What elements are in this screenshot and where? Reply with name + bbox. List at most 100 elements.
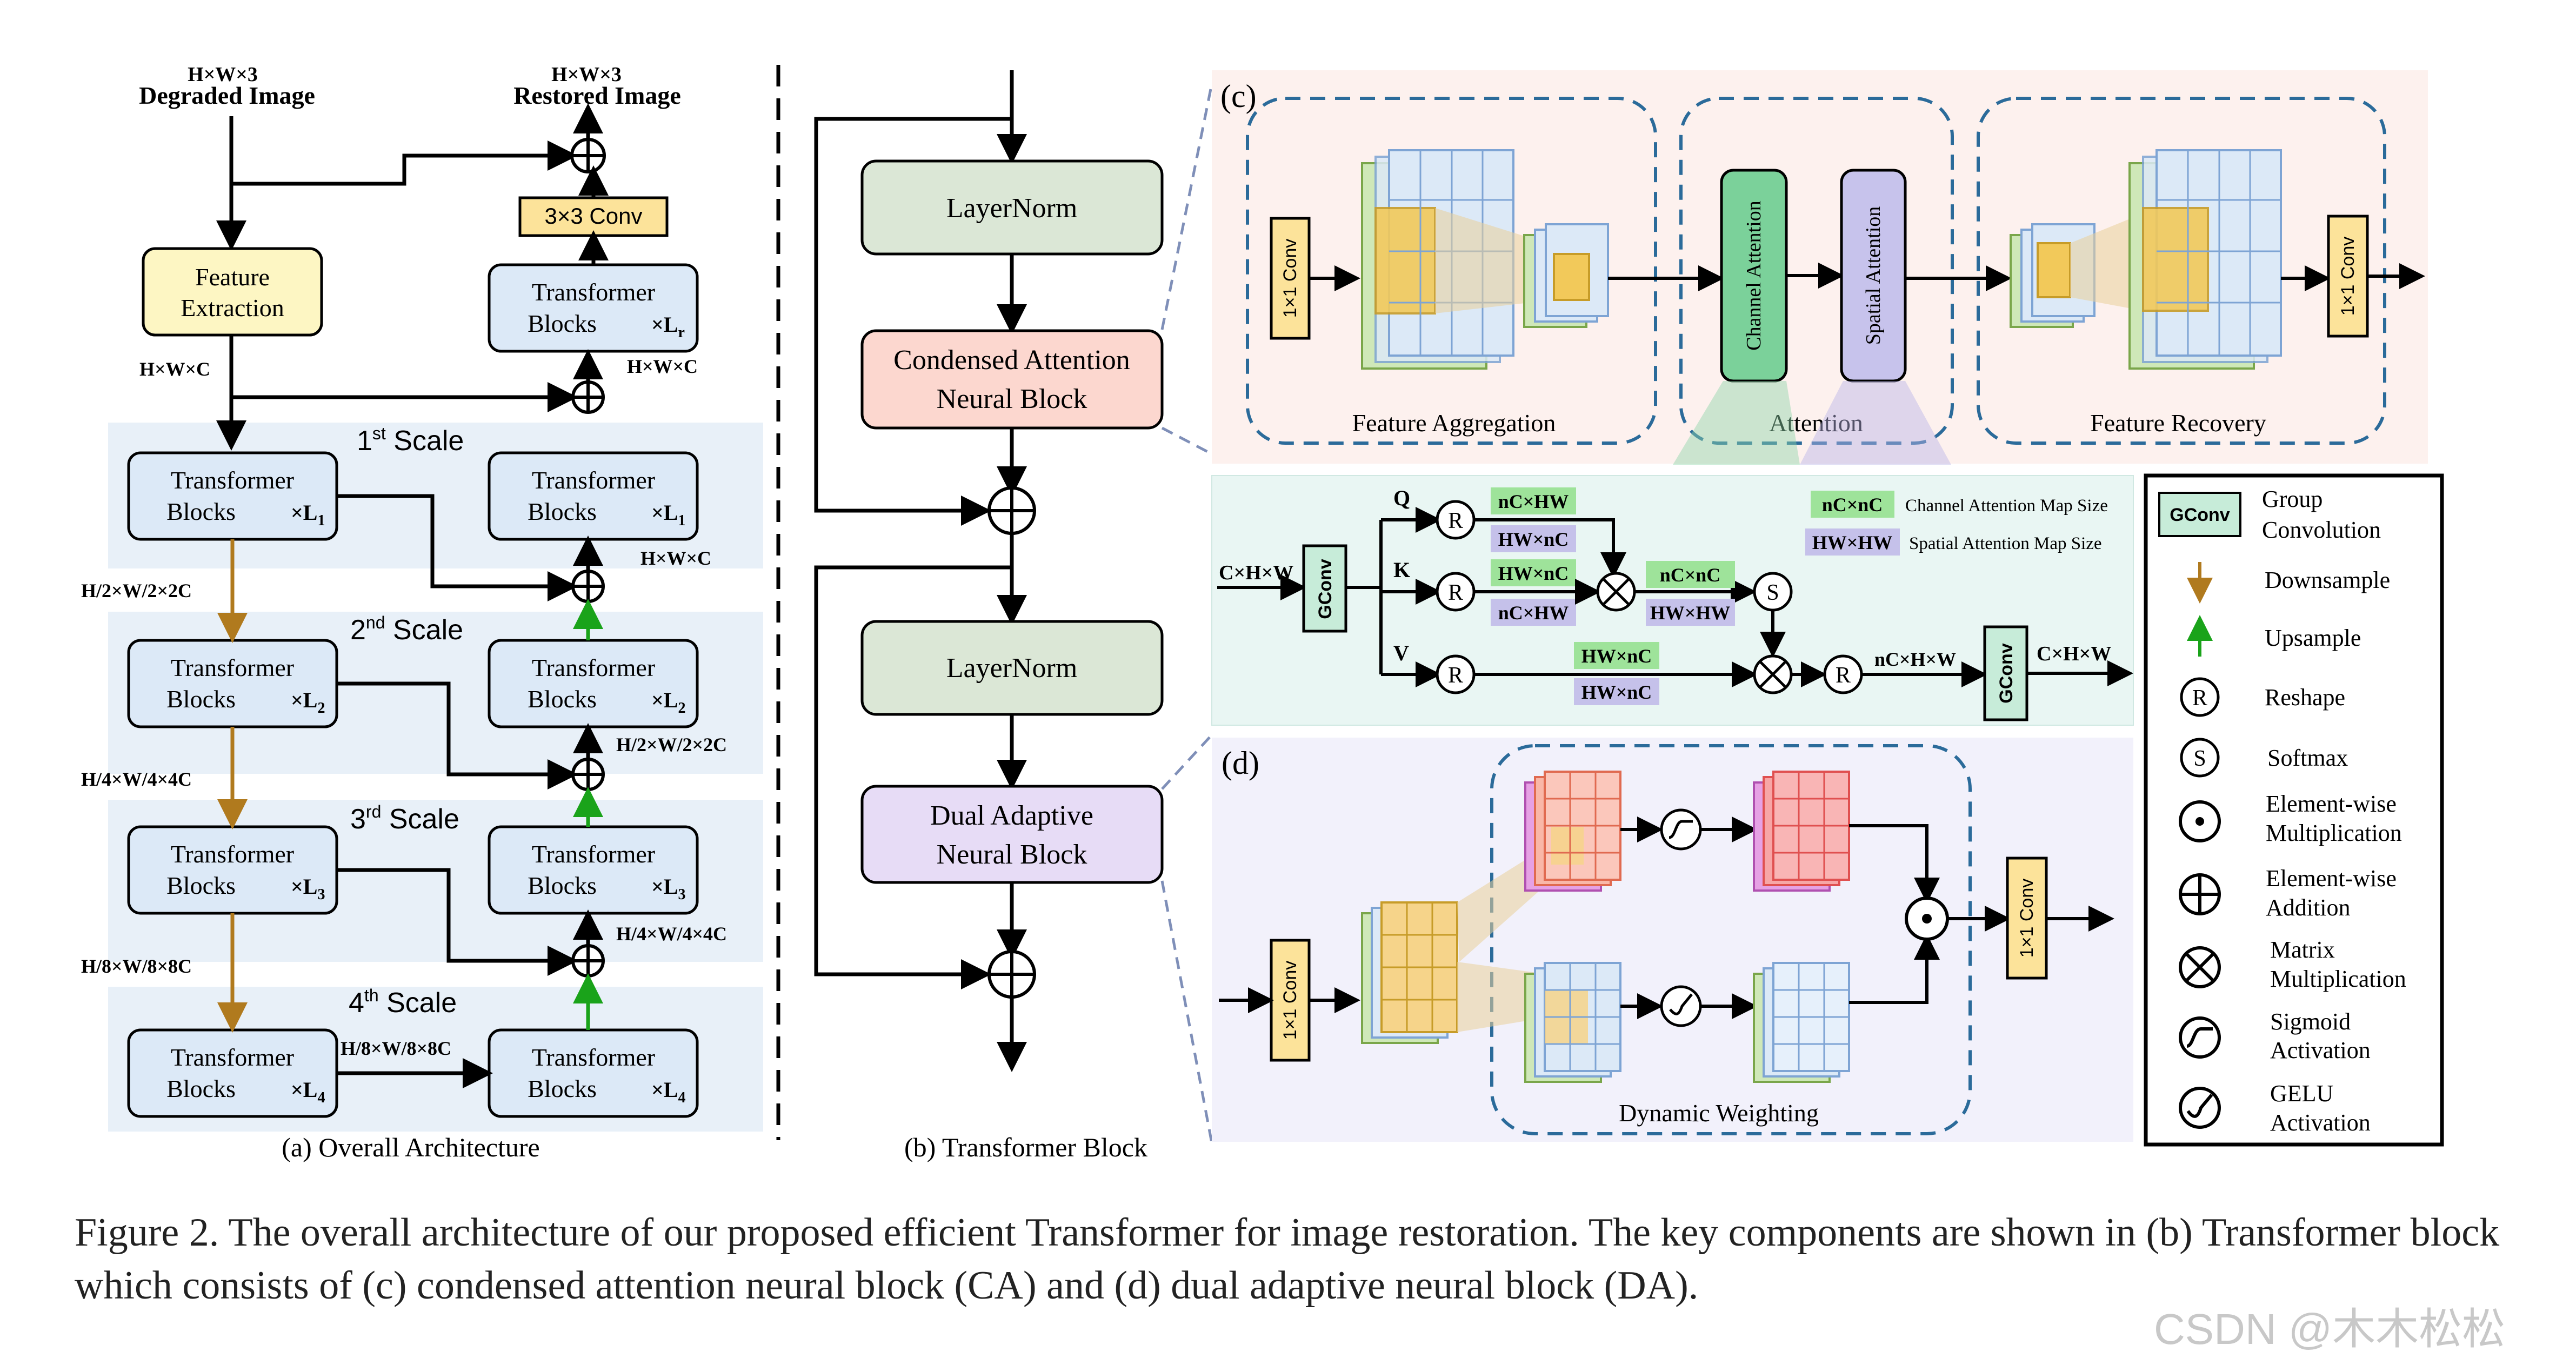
legend-reshape-icon: R [2180, 677, 2220, 717]
panel-c: (c) 1×1 Conv Feature Aggregation [1212, 70, 2428, 465]
da-upper-out-grid [1753, 771, 1850, 892]
legend-sigmoid-line2: Activation [2270, 1037, 2371, 1063]
da-residual-addition-icon [987, 950, 1036, 999]
attn-output-label: C×H×W [2037, 643, 2111, 665]
scale-3-label: 3rd Scale [350, 802, 459, 835]
softmax-icon: S [1753, 572, 1793, 612]
symbol-legend: GConv Group Convolution Downsample Upsam… [2144, 473, 2444, 1147]
restored-image-label: Restored Image [513, 82, 681, 109]
output-dim-label: H×W×3 [551, 63, 622, 86]
svg-text:Blocks: Blocks [528, 498, 597, 525]
svg-text:R: R [1448, 508, 1463, 533]
svg-text:Blocks: Blocks [528, 1075, 597, 1102]
svg-text:×L4: ×L4 [651, 1078, 685, 1106]
channel-attention-label: Channel Attention [1743, 200, 1765, 351]
scale-4-label: 4th Scale [349, 986, 457, 1019]
svg-text:Blocks: Blocks [166, 872, 236, 899]
v-label: V [1393, 641, 1409, 665]
tag-hwnc-1: HW×nC [1498, 528, 1569, 550]
reshape-k-icon: R [1436, 572, 1476, 612]
tag-hwnc-3: HW×nC [1581, 645, 1652, 667]
encoder-block-3: Transformer Blocks ×L3 [127, 825, 338, 915]
q-label: Q [1393, 486, 1410, 510]
reshape-v-icon: R [1436, 654, 1476, 694]
element-wise-mult-icon [1905, 896, 1949, 941]
svg-text:Transformer: Transformer [171, 466, 294, 494]
layernorm-2-label: LayerNorm [946, 653, 1078, 684]
watermark: CSDN @木木松松 [2154, 1305, 2506, 1353]
panel-d-tag: (d) [1222, 745, 1259, 781]
panel-c-conv-label: 1×1 Conv [1280, 239, 1300, 318]
svg-text:×L3: ×L3 [291, 874, 325, 903]
svg-text:R: R [1836, 663, 1851, 688]
panel-d: (d) 1×1 Conv [1212, 738, 2133, 1142]
da-block-line1: Dual Adaptive [930, 800, 1093, 831]
svg-text:R: R [1448, 663, 1463, 688]
legend-hwhw-text: Spatial Attention Map Size [1909, 534, 2102, 553]
reshape-out-icon: R [1823, 654, 1863, 694]
svg-text:Transformer: Transformer [171, 840, 294, 868]
svg-text:Transformer: Transformer [532, 278, 655, 306]
legend-group-line1: Group [2262, 486, 2323, 512]
attn-input-label: C×H×W [1219, 561, 1293, 584]
scale-1-label: 1st Scale [357, 424, 464, 457]
svg-text:Transformer: Transformer [532, 654, 655, 681]
scale1-addition-icon [571, 380, 605, 414]
sigmoid-icon [1660, 808, 1702, 851]
degraded-image-label: Degraded Image [139, 82, 315, 109]
svg-text:×L2: ×L2 [651, 688, 685, 717]
encoder-block-1: Transformer Blocks ×L1 [127, 451, 338, 541]
legend-reshape-text: Reshape [2265, 684, 2345, 711]
feature-extraction-line1: Feature [195, 263, 270, 291]
ca-block-line1: Condensed Attention [893, 345, 1130, 376]
legend-gelu-line1: GELU [2270, 1080, 2333, 1107]
decoder-block-3: Transformer Blocks ×L3 [488, 825, 699, 915]
spatial-attention-box [1840, 169, 1907, 383]
feature-extraction-line2: Extraction [181, 294, 284, 322]
panel-c-tag: (c) [1220, 78, 1257, 114]
legend-matmul-line1: Matrix [2270, 936, 2335, 963]
output-addition-icon [570, 138, 606, 173]
svg-text:S: S [1766, 580, 1779, 605]
encoder-block-4: Transformer Blocks ×L4 [127, 1028, 338, 1118]
scale4-addition-icon [571, 944, 605, 978]
overall-architecture-panel: H×W×3 Degraded Image H×W×3 Restored Imag… [81, 63, 763, 1162]
bottom-dim-label: H/8×W/8×8C [341, 1038, 451, 1059]
svg-text:Blocks: Blocks [166, 498, 236, 525]
svg-text:×Lr: ×Lr [651, 312, 685, 341]
svg-text:Blocks: Blocks [166, 1075, 236, 1102]
layernorm-1-label: LayerNorm [946, 193, 1078, 224]
legend-ncnc-tag: nC×nC [1822, 494, 1883, 516]
tag-hwhw: HW×HW [1650, 602, 1731, 624]
legend-elementwise-mult-icon [2179, 800, 2221, 842]
legend-ncnc-text: Channel Attention Map Size [1905, 496, 2108, 516]
feature-recovery-grid [2010, 149, 2282, 370]
transformer-block-caption: (b) Transformer Block [904, 1132, 1147, 1162]
matrix-mult-2-icon [1753, 654, 1793, 694]
legend-ew-add-line1: Element-wise [2266, 865, 2397, 892]
tag-hwnc-4: HW×nC [1581, 681, 1652, 703]
scale3-addition-icon [571, 758, 605, 791]
feature-extraction-box [142, 247, 323, 337]
attn-gconv-out-box [1983, 625, 2028, 721]
svg-text:×L4: ×L4 [291, 1078, 325, 1106]
svg-text:×L1: ×L1 [291, 500, 325, 529]
hwc-label-left: H×W×C [139, 358, 210, 380]
k-label: K [1393, 558, 1410, 582]
attn-gconv-label: GConv [1315, 559, 1336, 619]
tag-nchw-2: nC×HW [1498, 602, 1569, 624]
attention-label: Attention [1769, 409, 1863, 437]
svg-text:Blocks: Blocks [528, 685, 597, 713]
ca-block-line2: Neural Block [937, 384, 1087, 414]
svg-text:×L3: ×L3 [651, 874, 685, 903]
matrix-mult-1-icon [1596, 572, 1636, 612]
panel-c-conv-out-label: 1×1 Conv [2338, 237, 2358, 316]
legend-matrix-mult-icon [2179, 946, 2221, 988]
figure-caption: Figure 2. The overall architecture of ou… [75, 1210, 2500, 1308]
legend-gelu-icon [2179, 1087, 2221, 1129]
svg-text:Blocks: Blocks [528, 310, 597, 337]
da-lower-grid [1524, 962, 1621, 1083]
svg-text:Transformer: Transformer [532, 466, 655, 494]
tag-nchw-1: nC×HW [1498, 491, 1569, 512]
feature-recovery-label: Feature Recovery [2090, 409, 2266, 437]
